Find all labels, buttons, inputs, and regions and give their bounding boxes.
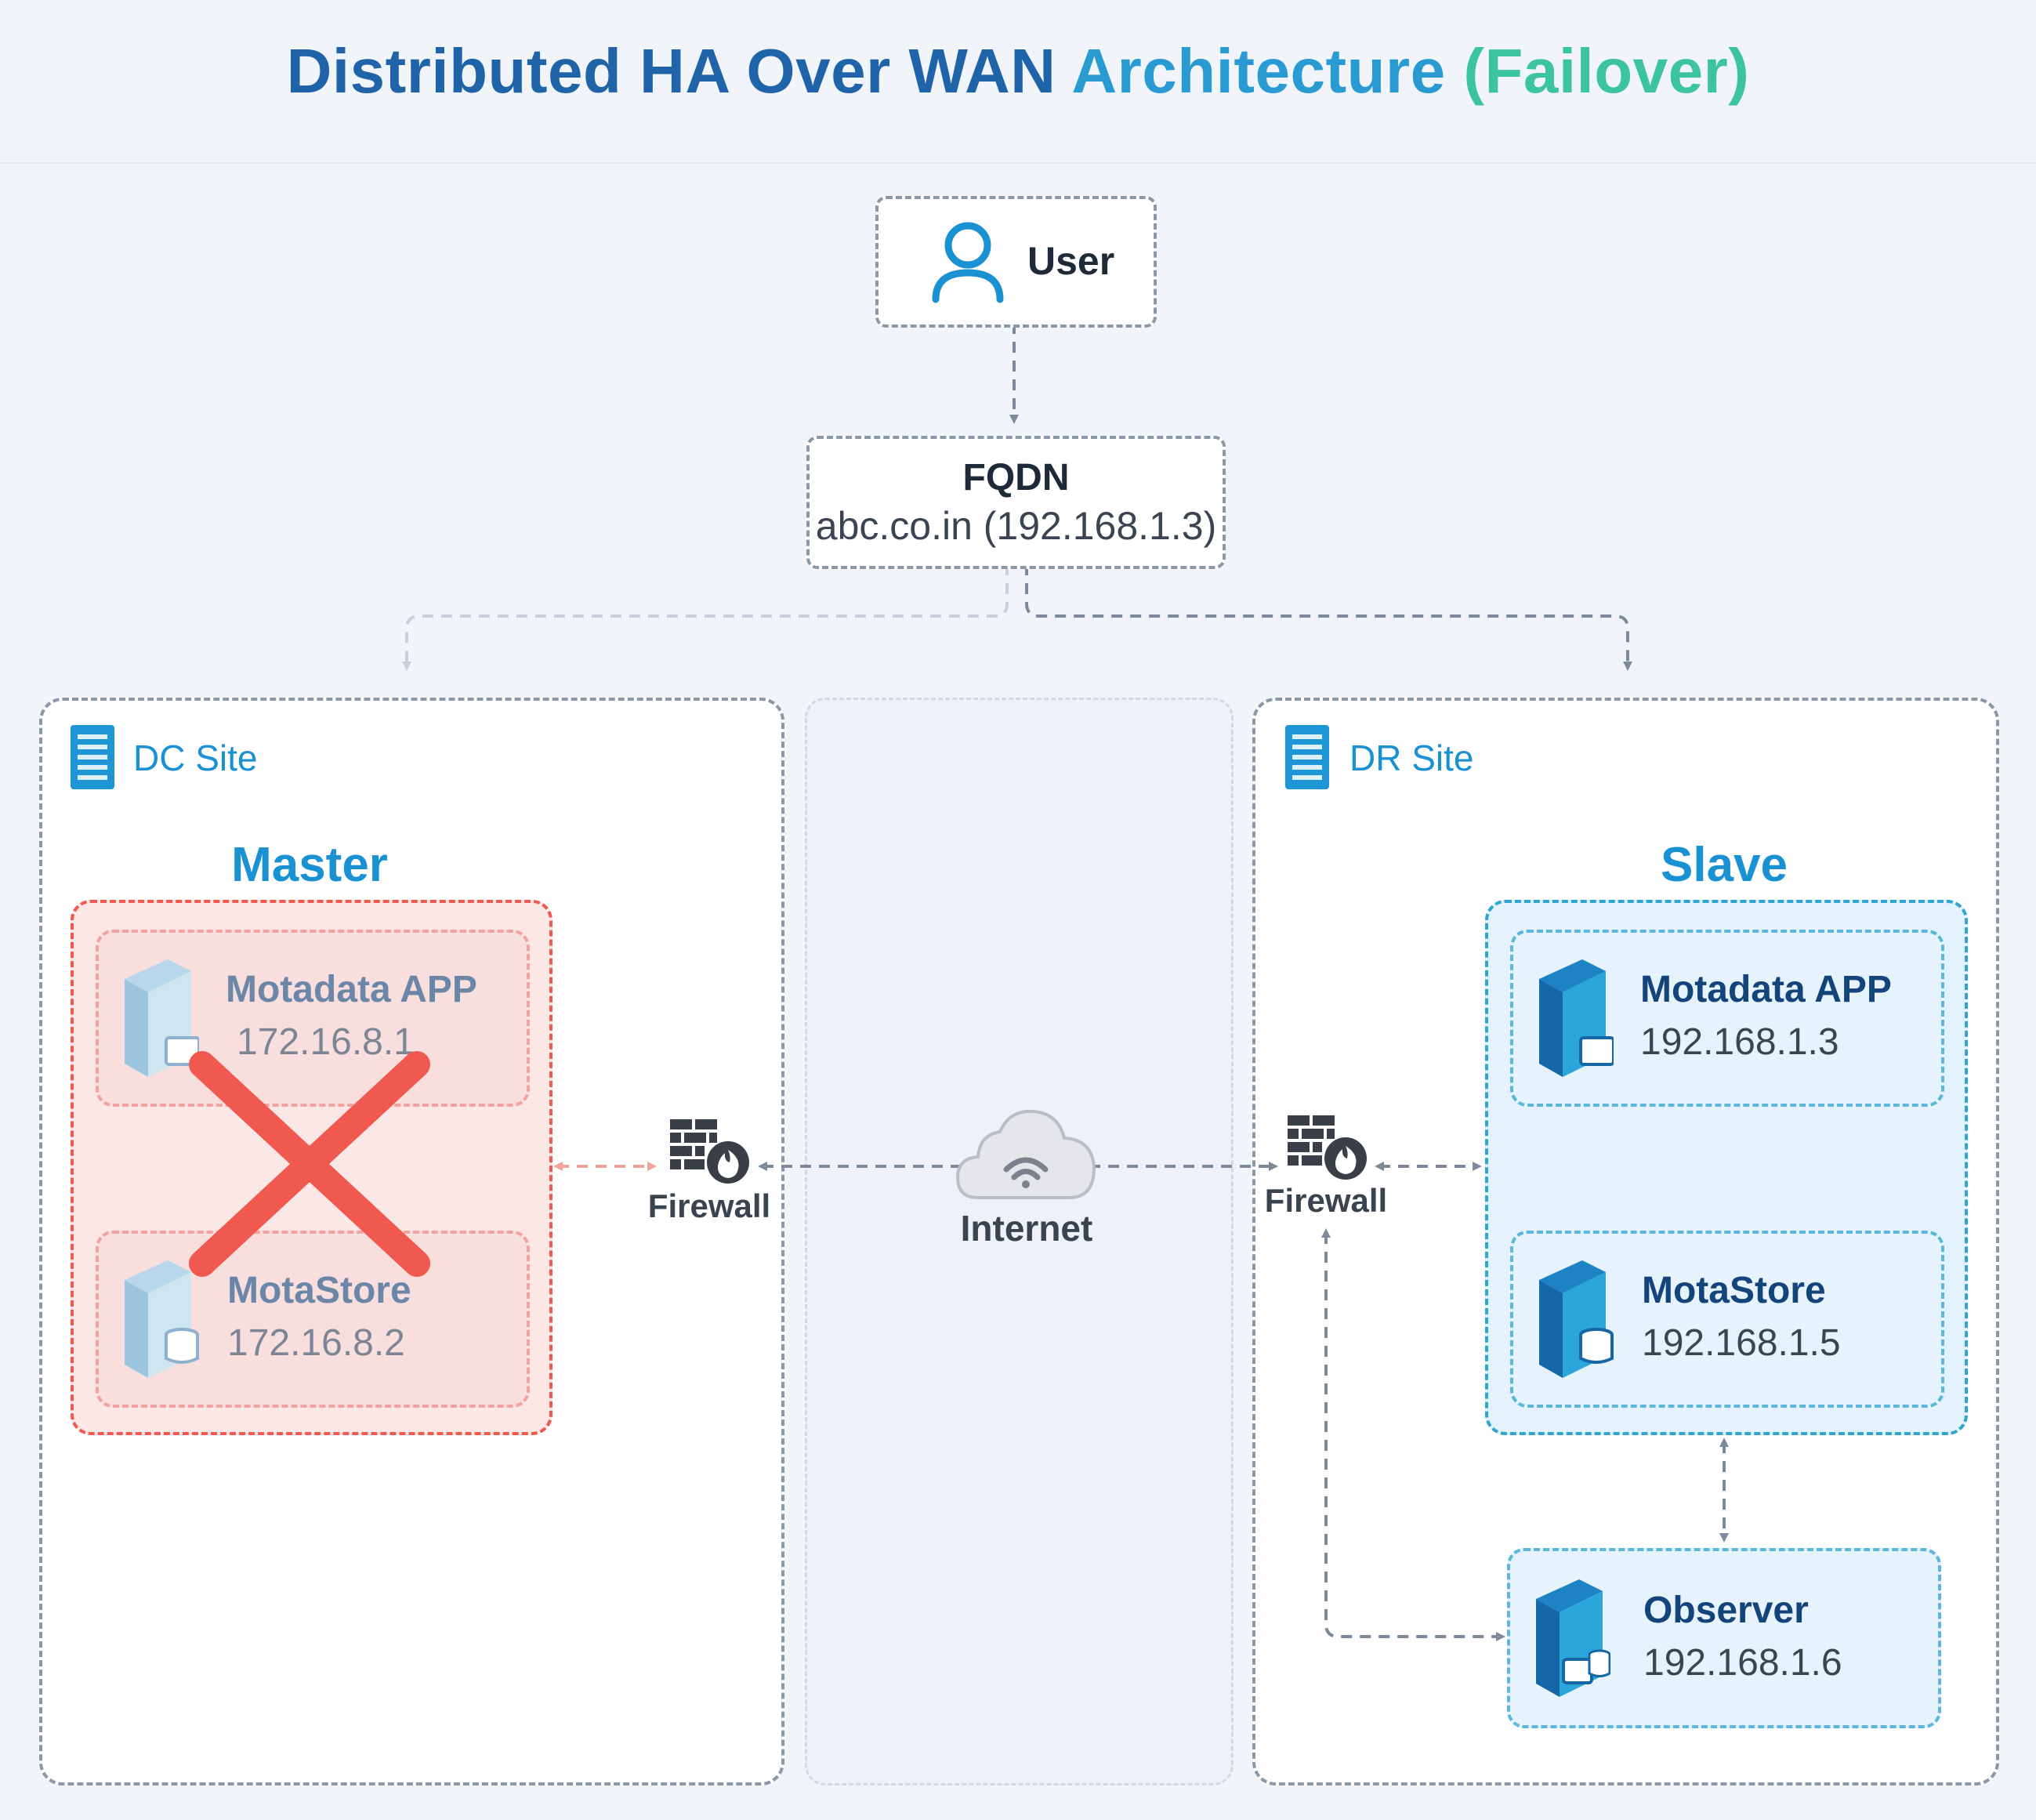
dc-store-ip: 172.16.8.2 [227,1322,405,1364]
cloud-icon [955,1109,1096,1199]
server-icon [1539,1260,1614,1378]
master-title: Master [231,838,388,892]
firewall-right-label: Firewall [1264,1182,1388,1219]
server-icon [125,1260,199,1378]
header-divider [0,162,2036,164]
dc-site-label: DC Site [133,738,258,778]
user-icon [932,222,1004,303]
server-icon [1539,959,1614,1077]
user-node: User [875,196,1157,328]
user-label: User [1027,239,1115,283]
fqdn-value: abc.co.in (192.168.1.3) [815,504,1217,548]
firewall-left-label: Firewall [647,1187,771,1224]
fqdn-node: FQDN abc.co.in (192.168.1.3) [806,436,1226,569]
firewall-icon [670,1119,749,1184]
observer-name: Observer [1643,1590,1809,1631]
internet-label: Internet [960,1208,1093,1249]
dr-app-card: Motadata APP 192.168.1.3 [1510,930,1944,1107]
dc-store-card: MotaStore 172.16.8.2 [96,1231,530,1408]
server-icon [1536,1579,1610,1697]
dr-store-name: MotaStore [1642,1270,1826,1311]
internet-zone [805,698,1234,1786]
dc-app-ip: 172.16.8.1 [237,1021,415,1063]
page-title: Distributed HA Over WAN Architecture (Fa… [286,36,1750,106]
dr-app-name: Motadata APP [1640,969,1892,1010]
server-icon [125,959,199,1077]
dc-app-card: Motadata APP 172.16.8.1 [96,930,530,1107]
observer-card: Observer 192.168.1.6 [1507,1548,1941,1728]
dc-store-name: MotaStore [227,1270,411,1311]
failure-x-icon [189,1051,430,1277]
firewall-icon [1288,1115,1367,1180]
dr-app-ip: 192.168.1.3 [1640,1021,1839,1063]
dr-store-card: MotaStore 192.168.1.5 [1510,1231,1944,1408]
slave-title: Slave [1660,838,1788,892]
dr-store-ip: 192.168.1.5 [1642,1322,1841,1364]
dc-app-name: Motadata APP [226,969,477,1010]
building-icon [71,725,114,789]
building-icon [1285,725,1329,789]
fqdn-label: FQDN [962,457,1070,499]
slave-group: Motadata APP 192.168.1.3 MotaStore 192.1… [1485,900,1968,1435]
dr-site-label: DR Site [1349,738,1474,778]
observer-ip: 192.168.1.6 [1643,1642,1842,1684]
